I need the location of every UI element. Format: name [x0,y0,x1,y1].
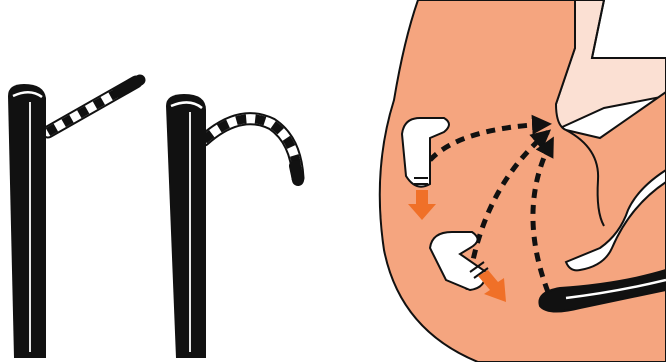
stomach-cross-section-panel [380,0,666,362]
straight-probe [48,80,140,132]
endoscope-straight-probe-panel [8,80,140,358]
endoscope-shaft-left [8,84,46,358]
endoscope-curved-probe-panel [166,94,298,358]
curved-probe [204,119,298,180]
endoscope-shaft-middle [166,94,206,358]
